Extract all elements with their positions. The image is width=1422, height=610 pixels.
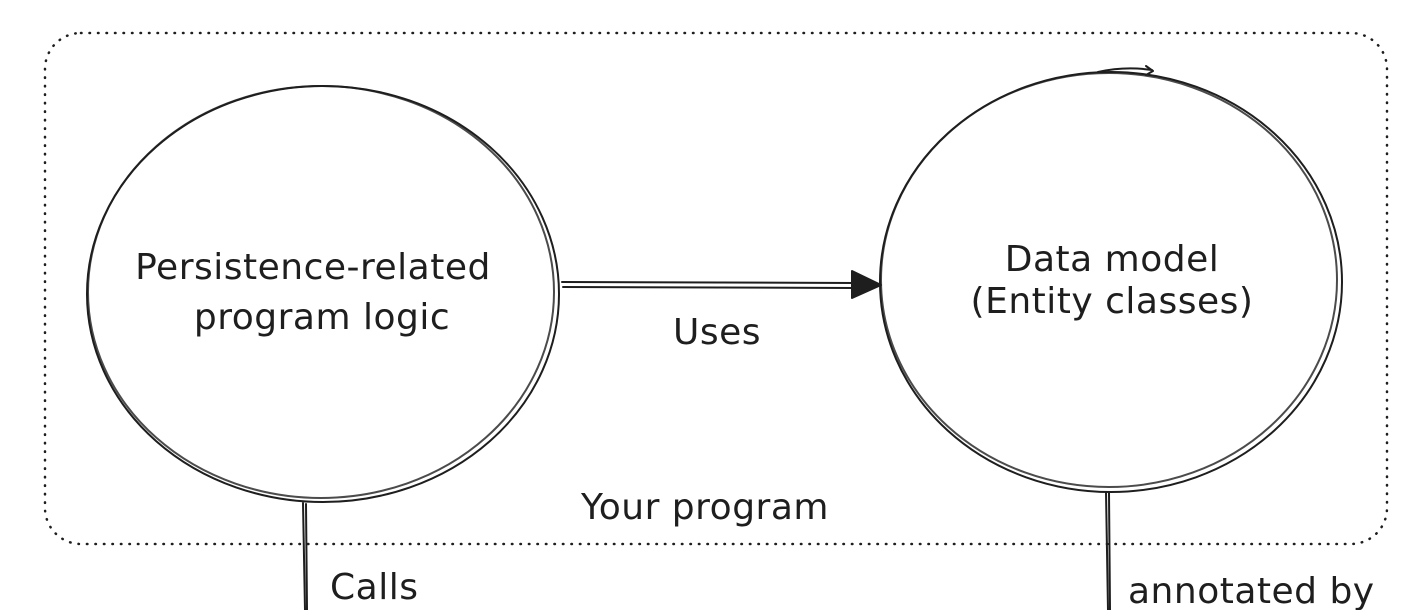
edge-annotated-by: annotated by	[1105, 491, 1375, 610]
edge-calls: Calls	[302, 502, 418, 610]
edge-annotated-by-line-sketch	[1108, 492, 1111, 610]
program-boundary	[43, 31, 1389, 546]
edge-uses-line	[561, 281, 857, 284]
node-data-model-label-line2: (Entity classes)	[971, 281, 1254, 322]
edge-uses-arrowhead	[851, 270, 882, 299]
node-persistence-logic-label-line2: program logic	[194, 297, 450, 338]
node-persistence-logic: Persistence-related program logic	[86, 85, 560, 503]
edge-calls-line	[302, 502, 306, 610]
program-boundary-label: Your program	[580, 487, 829, 528]
edge-calls-line-sketch	[305, 503, 308, 610]
node-data-model-sketch-tick	[1097, 65, 1154, 76]
node-data-model-label-line1: Data model	[1005, 239, 1220, 280]
node-data-model-circle-sketch	[880, 72, 1338, 488]
edge-uses-line-sketch	[562, 286, 857, 289]
edge-uses-label: Uses	[673, 312, 761, 353]
node-data-model: Data model (Entity classes)	[879, 65, 1343, 493]
edge-annotated-by-line	[1105, 491, 1109, 610]
node-data-model-circle	[879, 71, 1343, 493]
edge-calls-label: Calls	[330, 567, 418, 608]
edge-uses: Uses	[561, 270, 882, 353]
node-persistence-logic-circle-sketch	[87, 85, 555, 499]
edge-annotated-by-label: annotated by	[1128, 571, 1375, 610]
node-persistence-logic-label-line1: Persistence-related	[135, 247, 491, 288]
